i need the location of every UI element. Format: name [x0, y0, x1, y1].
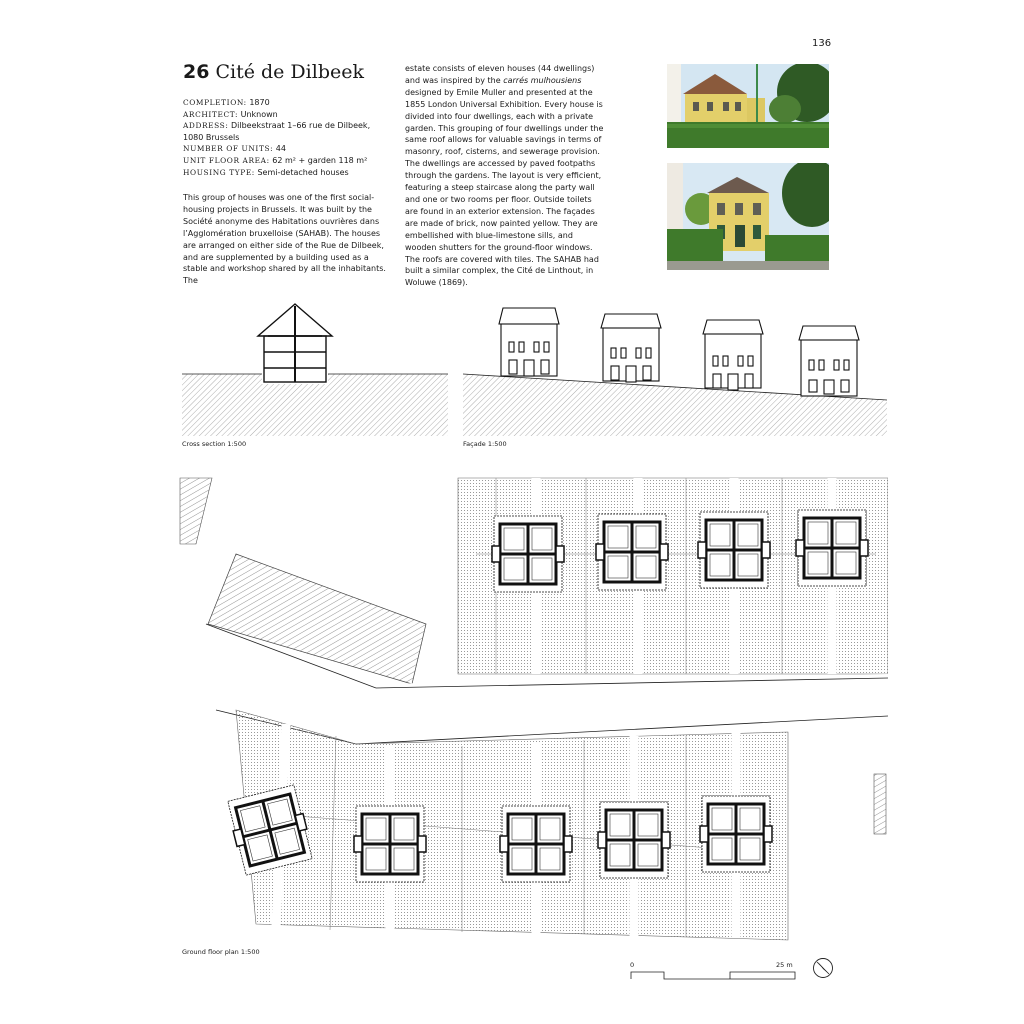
entry-name: Cité de Dilbeek [215, 61, 364, 83]
metadata-row: 1080 Brussels [183, 132, 240, 142]
scale-start-label: 0 [630, 961, 635, 969]
house-photo-1 [667, 64, 829, 148]
cross-section-drawing [182, 300, 448, 436]
metadata-row: ADDRESS: Dilbeekstraat 1–66 rue de Dilbe… [183, 121, 371, 131]
scale-end-label: 25 m [776, 961, 793, 969]
metadata-row: NUMBER OF UNITS: 44 [183, 144, 286, 154]
metadata-row: COMPLETION: 1870 [183, 98, 270, 107]
metadata-row: UNIT FLOOR AREA: 62 m² + garden 118 m² [183, 155, 368, 165]
page-number: 136 [812, 38, 832, 49]
entry-number: 26 [183, 61, 210, 83]
body-text-column-2: estate consists of eleven houses (44 dwe… [405, 64, 604, 288]
caption-plan: Ground floor plan 1:500 [182, 948, 260, 956]
metadata-row: ARCHITECT: Unknown [183, 109, 278, 119]
metadata-row: HOUSING TYPE: Semi-detached houses [183, 167, 349, 177]
metadata-list: COMPLETION: 1870 ARCHITECT: Unknown ADDR… [183, 97, 388, 178]
body-text-column-1: This group of houses was one of the firs… [183, 193, 386, 286]
caption-facade: Façade 1:500 [463, 440, 507, 448]
facade-drawing [463, 300, 887, 436]
ground-floor-plan [176, 474, 888, 942]
north-arrow-icon [812, 957, 834, 979]
house-photo-2 [667, 163, 829, 270]
caption-cross-section: Cross section 1:500 [182, 440, 247, 448]
scale-bar [630, 970, 796, 980]
